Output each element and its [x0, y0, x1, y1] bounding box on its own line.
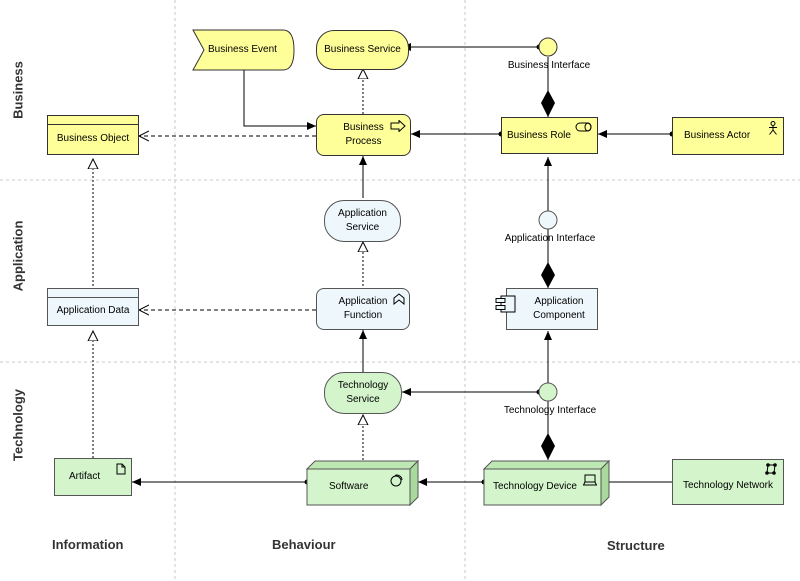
technology-interface-shape[interactable]	[538, 382, 558, 402]
technology-interface-label: Technology Interface	[503, 405, 597, 416]
device-icon	[583, 474, 597, 486]
business-event-label: Business Event	[208, 44, 277, 55]
application-interface-shape[interactable]	[538, 210, 558, 230]
software-node-shape[interactable]	[305, 459, 420, 507]
application-component-label: Application Component	[533, 296, 585, 321]
role-icon	[575, 122, 592, 132]
technology-device[interactable]: Technology Device	[484, 469, 601, 505]
network-icon	[765, 463, 777, 475]
application-service-label: Application Service	[338, 208, 387, 233]
technology-network[interactable]: Technology Network	[672, 459, 784, 505]
software-label: Software	[329, 481, 369, 492]
artifact-label: Artifact	[69, 471, 101, 482]
business-object[interactable]: Business Object	[47, 115, 139, 155]
application-function-label: Application Function	[338, 296, 388, 321]
technology-device-node-shape[interactable]	[482, 459, 611, 507]
application-service[interactable]: Application Service	[324, 200, 401, 242]
business-process-label: Business Process	[343, 122, 384, 147]
application-component[interactable]: Application Component	[495, 288, 598, 330]
business-actor[interactable]: Business Actor	[672, 117, 784, 155]
application-interface-label: Application Interface	[504, 233, 596, 244]
business-process[interactable]: Business Process	[316, 114, 411, 156]
technology-device-label: Technology Device	[493, 481, 577, 492]
function-icon	[393, 293, 405, 305]
system-software-icon	[390, 474, 403, 487]
application-data-label: Application Data	[56, 305, 130, 316]
business-service-label: Business Service	[324, 44, 401, 55]
artifact-icon	[116, 463, 126, 475]
technology-service-label: Technology Service	[337, 380, 389, 405]
software[interactable]: Software	[307, 469, 410, 505]
process-arrow-icon	[390, 120, 406, 132]
business-object-label: Business Object	[56, 133, 130, 144]
column-label-structure: Structure	[607, 538, 665, 553]
column-label-information: Information	[52, 537, 124, 552]
column-label-behaviour: Behaviour	[272, 537, 336, 552]
business-role-label: Business Role	[507, 129, 571, 141]
business-event[interactable]: Business Event	[204, 30, 294, 70]
business-actor-label: Business Actor	[684, 130, 751, 141]
trigger-event-to-process	[243, 70, 316, 130]
business-interface-label: Business Interface	[507, 60, 591, 71]
technology-service[interactable]: Technology Service	[324, 372, 402, 414]
business-service[interactable]: Business Service	[316, 30, 409, 70]
composition-diamond	[541, 262, 555, 288]
technology-network-label: Technology Network	[682, 480, 774, 491]
actor-icon	[769, 121, 777, 135]
composition-diamond	[541, 433, 555, 460]
component-icon	[495, 295, 516, 313]
business-role[interactable]: Business Role	[501, 117, 598, 154]
application-data-header	[48, 289, 138, 298]
business-interface-shape[interactable]	[538, 37, 558, 57]
application-function[interactable]: Application Function	[316, 288, 410, 330]
artifact[interactable]: Artifact	[54, 458, 132, 496]
application-data[interactable]: Application Data	[47, 288, 139, 326]
business-object-header	[48, 116, 138, 125]
composition-diamond	[541, 90, 555, 117]
business-event-shape[interactable]	[192, 29, 295, 71]
